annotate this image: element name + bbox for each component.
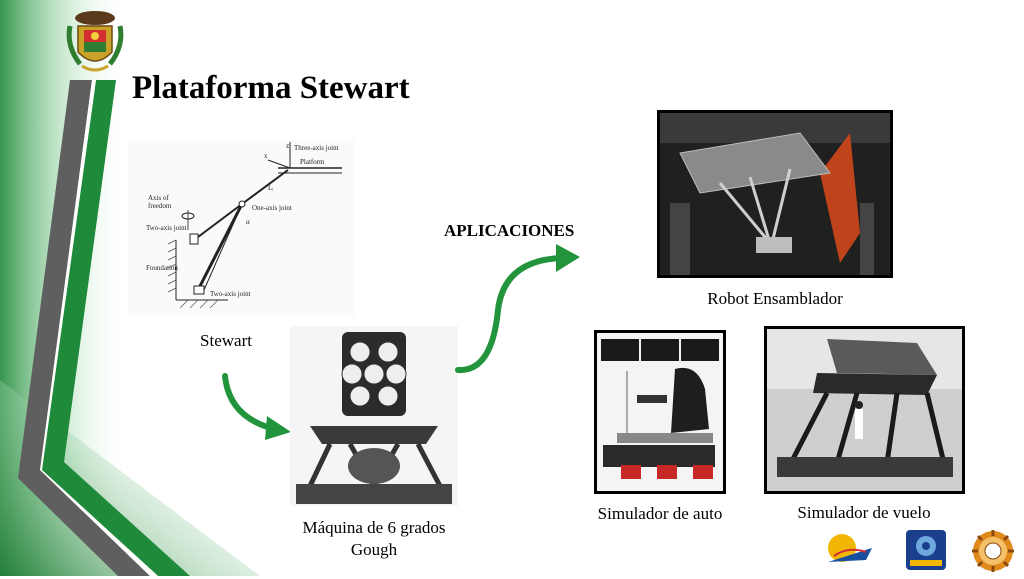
label-one-axis: One-axis joint [252, 204, 292, 212]
simulador-vuelo-image [764, 326, 965, 494]
label-x: x [264, 152, 268, 160]
label-alpha: α [246, 218, 250, 226]
university-crest-icon [58, 6, 132, 76]
label-platform: Platform [300, 158, 325, 166]
mecatronica-logo-icon [904, 526, 948, 572]
robot-ensamblador-image [657, 110, 893, 278]
stewart-diagram: Three-axis joint Platform Axis of freedo… [128, 140, 354, 316]
label-foundation: Foundation [146, 264, 178, 272]
arrow-down-right-icon [222, 373, 291, 440]
caption-gough-line2: Gough [350, 540, 398, 559]
label-two-axis-bottom: Two-axis joint [210, 290, 251, 298]
label-li: Lᵢ [268, 184, 274, 192]
arrow-up-right-icon [455, 244, 580, 374]
gough-machine-image [290, 326, 458, 506]
page-title: Plataforma Stewart [132, 70, 410, 106]
label-axis-freedom-2: freedom [148, 202, 172, 210]
simulador-auto-image [594, 330, 726, 494]
club-logo-icon [822, 528, 878, 572]
applications-label: APLICACIONES [444, 221, 575, 240]
caption-stewart: Stewart [200, 331, 252, 350]
gear-logo-icon [970, 528, 1016, 574]
caption-vuelo: Simulador de vuelo [797, 503, 931, 522]
label-axis-freedom-1: Axis of [148, 194, 169, 202]
label-two-axis-top: Two-axis joint [146, 224, 187, 232]
label-three-axis: Three-axis joint [294, 144, 339, 152]
caption-robot: Robot Ensamblador [707, 289, 843, 308]
label-z: z [286, 142, 289, 150]
caption-gough-line1: Máquina de 6 grados [302, 518, 446, 537]
caption-auto: Simulador de auto [597, 504, 723, 523]
